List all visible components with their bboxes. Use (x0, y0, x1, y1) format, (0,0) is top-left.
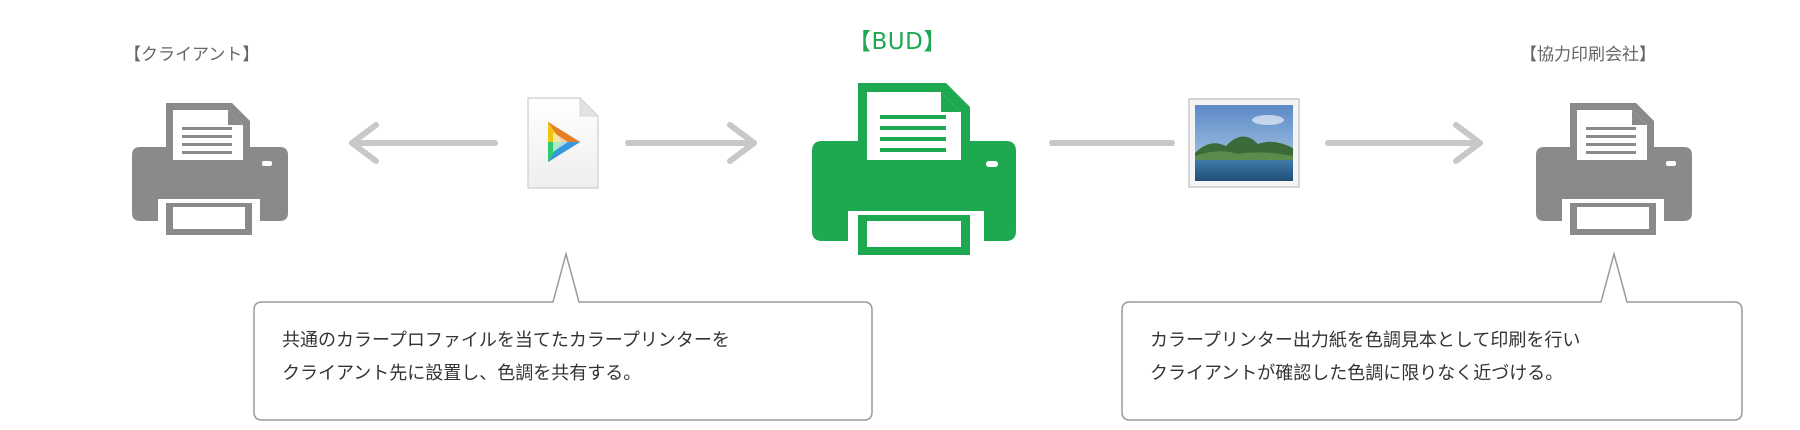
client-label: 【クライアント】 (124, 45, 260, 65)
partner-printer-icon (1536, 103, 1692, 235)
bud-label: 【BUD】 (848, 29, 947, 55)
callout-right-text: カラープリンター出力紙を色調見本として印刷を行い クライアントが確認した色調に限… (1150, 324, 1580, 390)
callout-left-line1: 共通のカラープロファイルを当てたカラープリンターを (282, 330, 730, 351)
callout-left-bubble (253, 251, 873, 421)
bud-printer-icon (812, 83, 1016, 255)
callout-left-line2: クライアント先に設置し、色調を共有する。 (282, 363, 642, 384)
partner-printer-label: 【協力印刷会社】 (1520, 45, 1656, 65)
arrow-to-bud (625, 122, 757, 164)
callout-right-line1: カラープリンター出力紙を色調見本として印刷を行い (1150, 330, 1581, 351)
arrow-to-client (349, 122, 498, 164)
landscape-image-icon (1188, 98, 1300, 188)
callout-right-bubble (1121, 251, 1743, 421)
callout-left-text: 共通のカラープロファイルを当てたカラープリンターを クライアント先に設置し、色調… (282, 324, 730, 390)
arrow-to-partner (1325, 122, 1483, 164)
callout-right-line2: クライアントが確認した色調に限りなく近づける。 (1150, 363, 1564, 384)
color-profile-file-icon (527, 96, 600, 189)
client-printer-icon (132, 103, 288, 235)
